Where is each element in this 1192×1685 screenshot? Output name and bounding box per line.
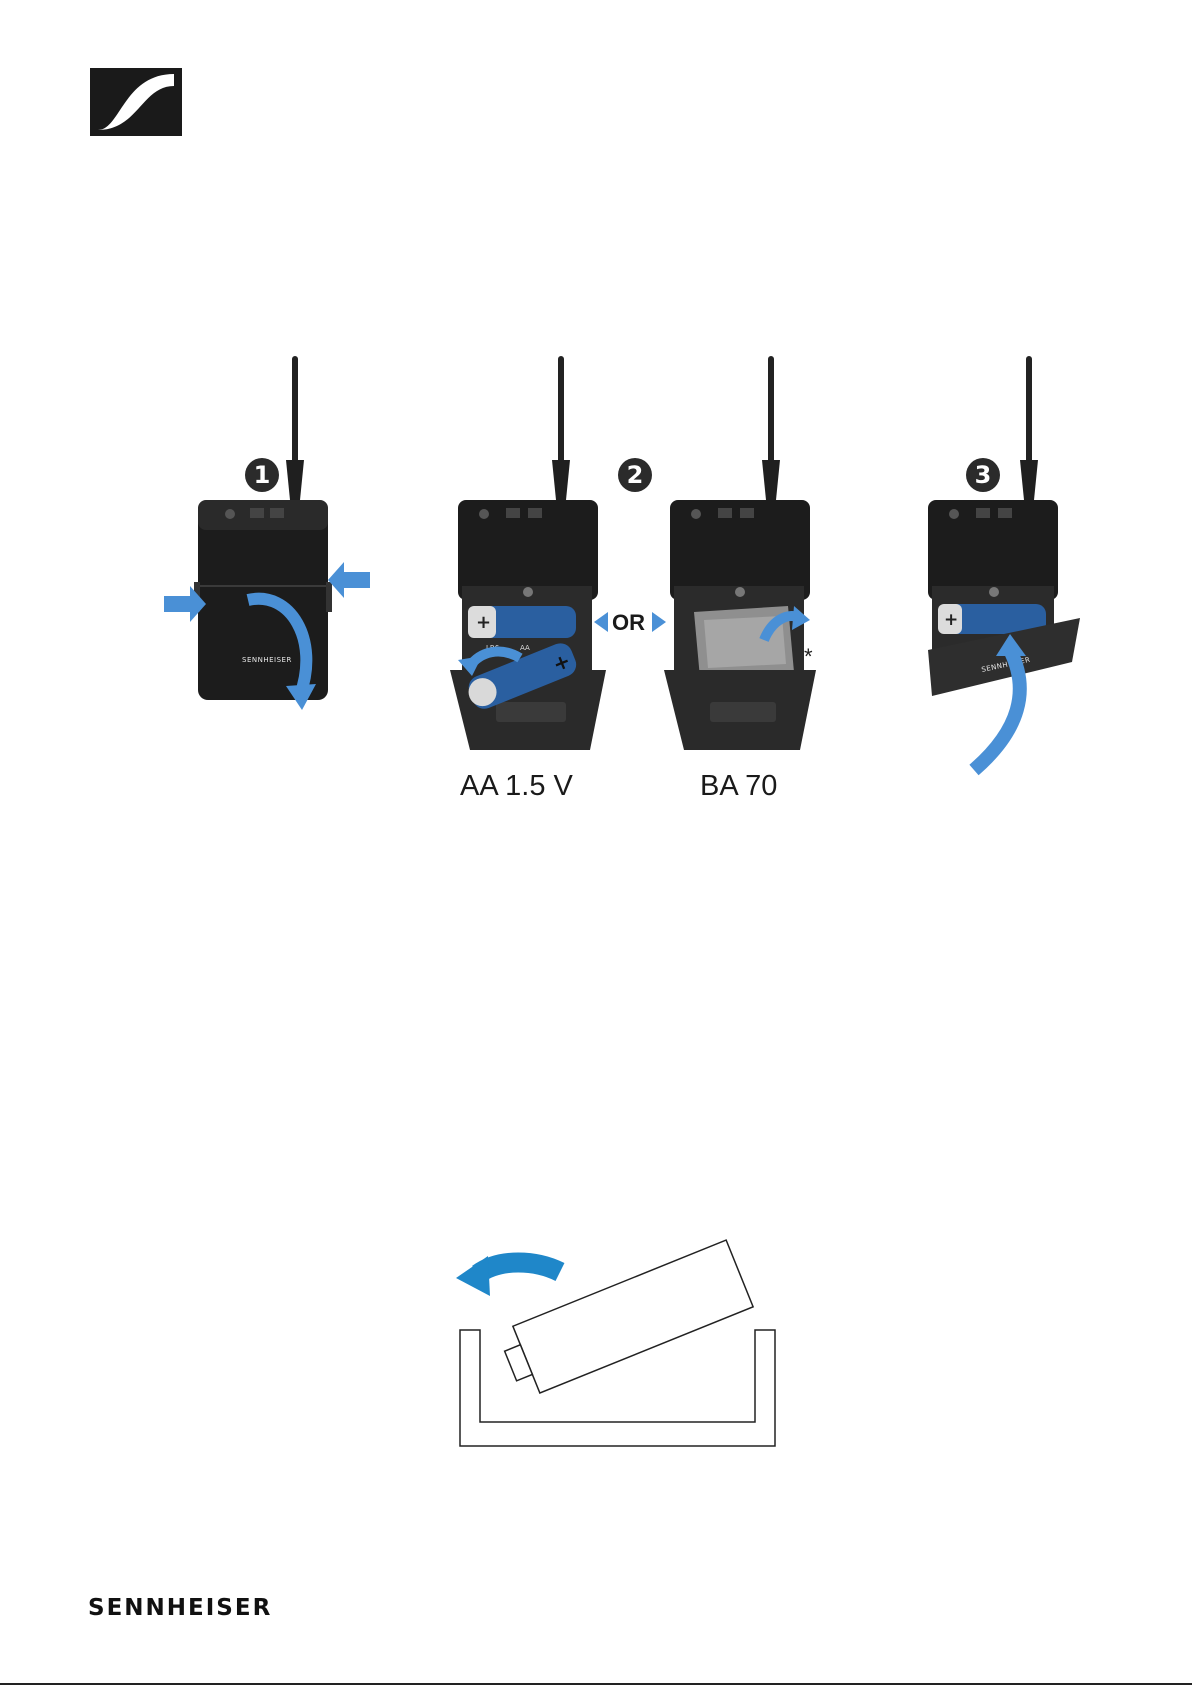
ba70-battery-pack-illustration	[660, 350, 830, 750]
ba70-caption: BA 70	[700, 770, 777, 803]
svg-text:SENNHEISER: SENNHEISER	[242, 656, 292, 664]
step-3-illustration: + SENNHEISER	[910, 350, 1090, 780]
footnote-asterisk: *	[804, 644, 813, 670]
sennheiser-logo-icon	[90, 68, 182, 136]
svg-text:+: +	[944, 610, 958, 630]
svg-text:AA: AA	[520, 644, 530, 652]
or-separator: OR	[612, 610, 645, 636]
battery-insertion-diagram	[440, 1230, 800, 1460]
step-1-illustration: SENNHEISER	[150, 350, 380, 710]
brand-wordmark: SENNHEISER	[88, 1595, 272, 1621]
step-2-badge: 2	[618, 458, 652, 492]
svg-text:+: +	[476, 612, 491, 633]
or-left-arrow-icon	[594, 612, 610, 632]
aa-battery-illustration: + LR6 AA +	[440, 350, 620, 750]
aa-caption: AA 1.5 V	[460, 770, 573, 803]
